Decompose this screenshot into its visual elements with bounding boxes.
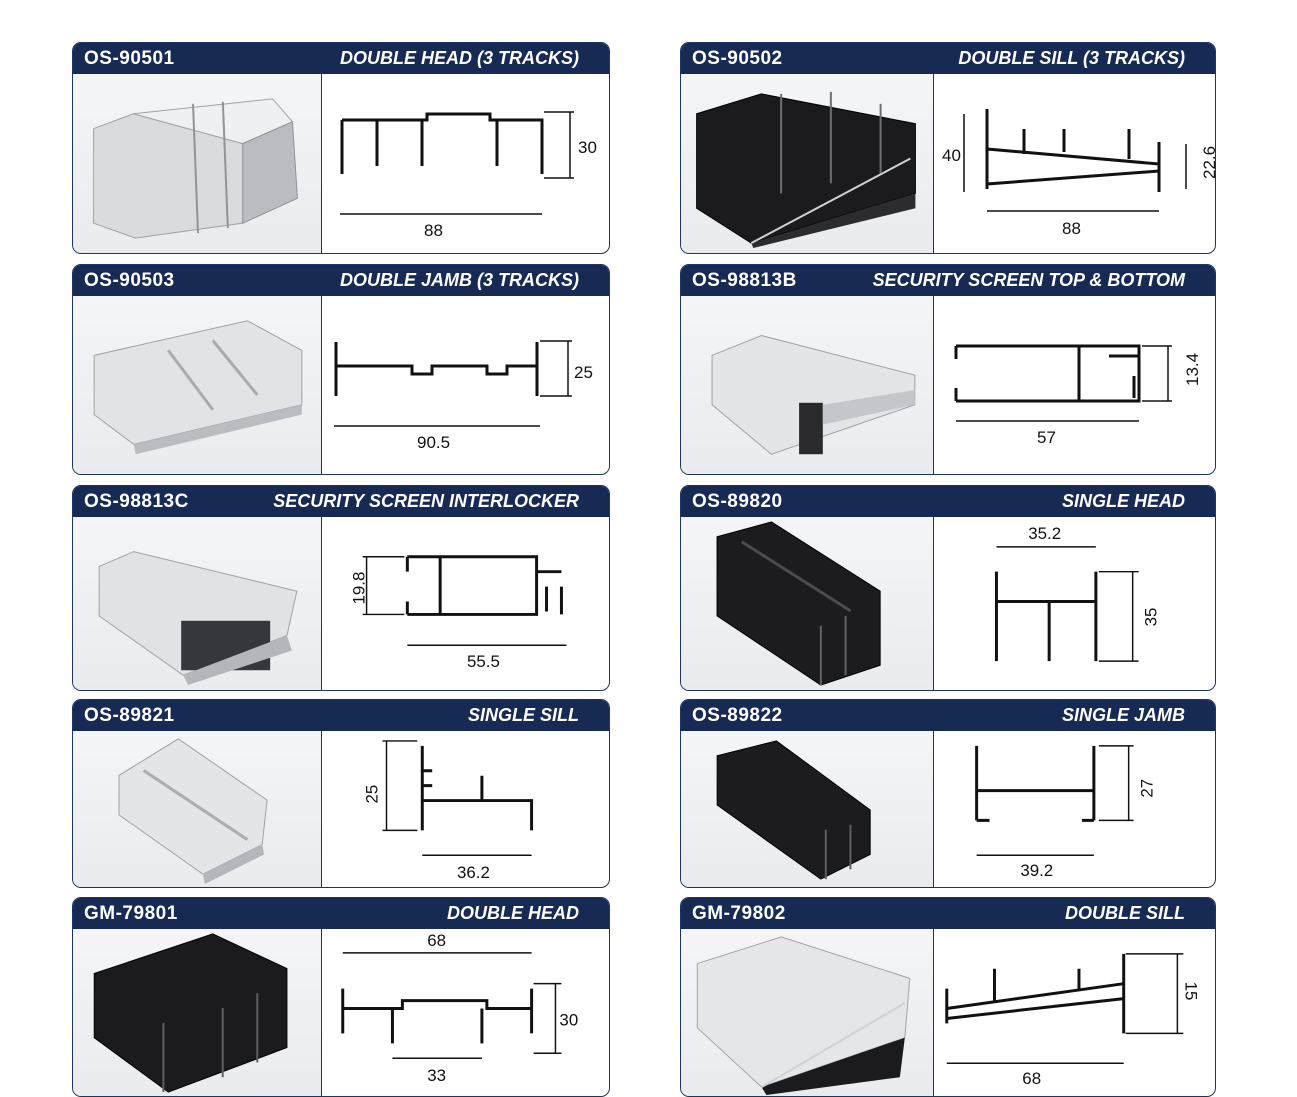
product-code: OS-90503 (84, 270, 175, 291)
card-header: OS-90501 DOUBLE HEAD (3 TRACKS) (73, 43, 609, 74)
product-title: SECURITY SCREEN TOP & BOTTOM (872, 270, 1185, 290)
card-header: OS-89820 SINGLE HEAD (681, 486, 1215, 517)
dimension-label: 40 (942, 146, 961, 165)
dimension-label: 33 (427, 1066, 446, 1085)
product-photo (73, 296, 322, 474)
card-header: GM-79802 DOUBLE SILL (681, 898, 1215, 929)
product-card-os-89820: OS-89820 SINGLE HEAD 35.2 35 (680, 485, 1216, 691)
dimension-label: 22.6 (1200, 146, 1215, 179)
product-photo (73, 929, 322, 1096)
dimension-label: 27 (1138, 779, 1157, 798)
dimension-label: 57 (1037, 428, 1056, 447)
dimension-label: 25 (363, 785, 382, 804)
dimension-label: 15 (1181, 982, 1200, 1001)
product-title: DOUBLE HEAD (3 TRACKS) (339, 48, 579, 68)
card-header: OS-89822 SINGLE JAMB (681, 700, 1215, 731)
dimension-label: 13.4 (1183, 353, 1202, 386)
product-code: GM-79802 (692, 903, 786, 924)
product-title: SINGLE HEAD (1061, 491, 1185, 511)
dimension-label: 90.5 (417, 433, 450, 452)
product-code: OS-90501 (84, 48, 175, 69)
dimension-label: 55.5 (467, 652, 500, 671)
product-code: OS-98813C (84, 491, 189, 512)
product-code: OS-89820 (692, 491, 783, 512)
profile-drawing: 40 22.6 88 (934, 74, 1215, 253)
product-title: DOUBLE SILL (1065, 903, 1185, 923)
card-header: GM-79801 DOUBLE HEAD (73, 898, 609, 929)
product-title: DOUBLE JAMB (3 TRACKS) (339, 270, 579, 290)
profile-drawing: 68 30 33 (322, 929, 609, 1096)
profile-drawing: 30 88 (322, 74, 609, 253)
product-title: SINGLE JAMB (1061, 705, 1185, 725)
product-title: DOUBLE HEAD (446, 903, 579, 923)
product-card-gm-79802: GM-79802 DOUBLE SILL 15 68 (680, 897, 1216, 1097)
profile-drawing: 35.2 35 (934, 517, 1215, 690)
dimension-label: 25 (574, 363, 593, 382)
profile-drawing: 27 39.2 (934, 731, 1215, 887)
product-card-os-89821: OS-89821 SINGLE SILL 25 36.2 (72, 699, 610, 888)
product-code: OS-89821 (84, 705, 175, 726)
dimension-label: 68 (427, 931, 446, 950)
product-photo (73, 517, 322, 690)
product-card-os-98813b: OS-98813B SECURITY SCREEN TOP & BOTTOM 1… (680, 264, 1216, 475)
product-code: OS-98813B (692, 270, 797, 291)
card-header: OS-98813C SECURITY SCREEN INTERLOCKER (73, 486, 609, 517)
dimension-label: 39.2 (1020, 861, 1053, 880)
dimension-label: 88 (424, 221, 443, 240)
product-title: DOUBLE SILL (3 TRACKS) (958, 48, 1185, 68)
product-photo (73, 74, 322, 253)
product-card-os-89822: OS-89822 SINGLE JAMB 27 39.2 (680, 699, 1216, 888)
product-card-os-90501: OS-90501 DOUBLE HEAD (3 TRACKS) 30 88 (72, 42, 610, 254)
card-header: OS-90503 DOUBLE JAMB (3 TRACKS) (73, 265, 609, 296)
product-code: OS-90502 (692, 48, 783, 69)
card-header: OS-90502 DOUBLE SILL (3 TRACKS) (681, 43, 1215, 74)
product-card-os-90502: OS-90502 DOUBLE SILL (3 TRACKS) 40 22.6 … (680, 42, 1216, 254)
product-photo (681, 517, 934, 690)
profile-drawing: 19.8 55.5 (322, 517, 609, 690)
profile-drawing: 25 36.2 (322, 731, 609, 887)
dimension-label: 35 (1142, 608, 1161, 627)
product-card-os-98813c: OS-98813C SECURITY SCREEN INTERLOCKER 19… (72, 485, 610, 691)
product-title: SECURITY SCREEN INTERLOCKER (273, 491, 579, 511)
dimension-label: 88 (1062, 219, 1081, 238)
product-photo (73, 731, 322, 887)
profile-drawing: 15 68 (934, 929, 1215, 1096)
product-code: OS-89822 (692, 705, 783, 726)
product-card-os-90503: OS-90503 DOUBLE JAMB (3 TRACKS) 25 90.5 (72, 264, 610, 475)
dimension-label: 19.8 (350, 572, 369, 605)
product-photo (681, 74, 934, 253)
dimension-label: 35.2 (1028, 524, 1061, 543)
profile-drawing: 25 90.5 (322, 296, 609, 474)
product-photo (681, 929, 934, 1096)
product-photo (681, 296, 934, 474)
product-photo (681, 731, 934, 887)
product-card-gm-79801: GM-79801 DOUBLE HEAD 68 30 33 (72, 897, 610, 1097)
dimension-label: 68 (1022, 1069, 1041, 1088)
profile-drawing: 13.4 57 (934, 296, 1215, 474)
product-code: GM-79801 (84, 903, 178, 924)
dimension-label: 36.2 (457, 863, 490, 882)
card-header: OS-98813B SECURITY SCREEN TOP & BOTTOM (681, 265, 1215, 296)
product-title: SINGLE SILL (467, 705, 579, 725)
dimension-label: 30 (578, 138, 597, 157)
dimension-label: 30 (559, 1010, 578, 1029)
card-header: OS-89821 SINGLE SILL (73, 700, 609, 731)
